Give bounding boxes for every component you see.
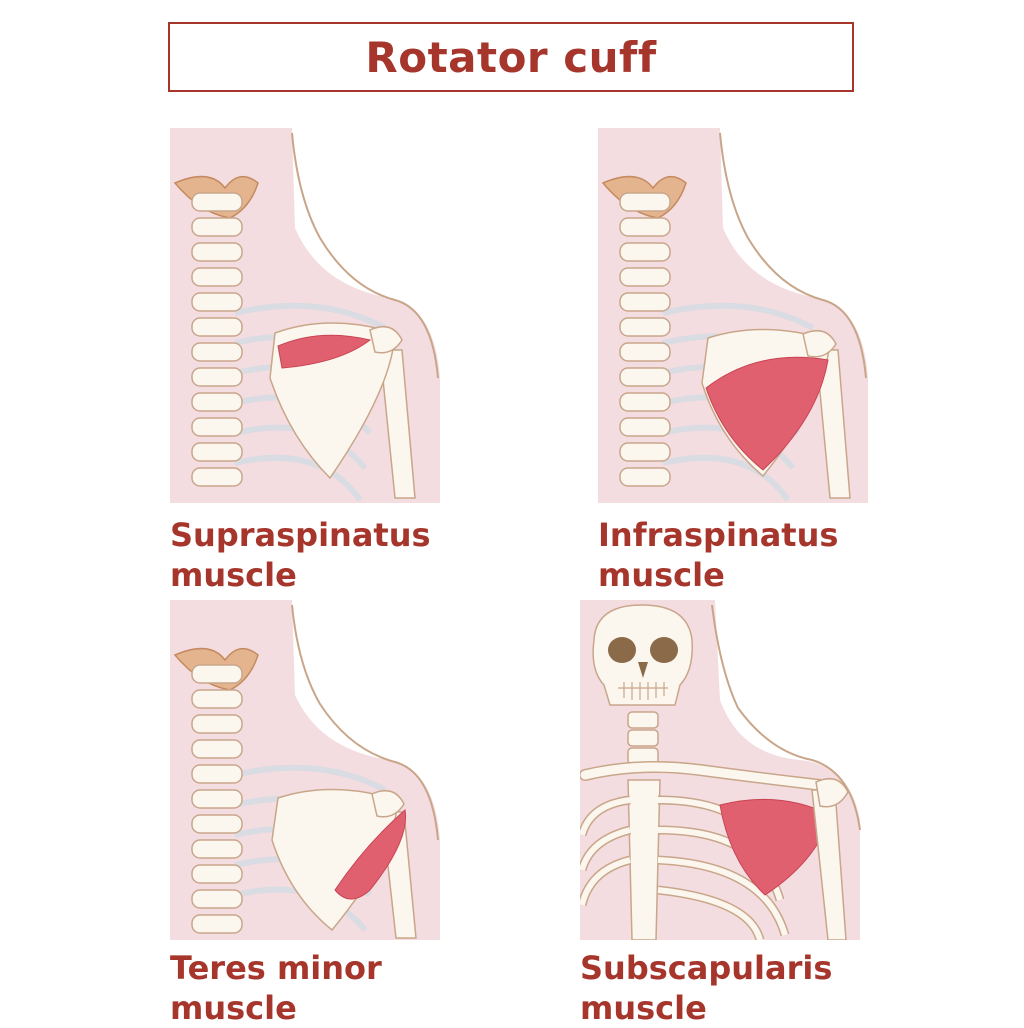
title-box: Rotator cuff bbox=[168, 22, 854, 92]
skull-icon bbox=[592, 604, 693, 706]
panel-subscapularis bbox=[580, 600, 865, 940]
panel-infraspinatus bbox=[598, 128, 878, 503]
panel-teres-minor bbox=[170, 600, 450, 940]
label-infraspinatus: Infraspinatus muscle bbox=[598, 516, 839, 594]
subscapularis-illustration bbox=[580, 600, 861, 940]
panel-supraspinatus bbox=[170, 128, 450, 503]
diagram-title: Rotator cuff bbox=[365, 32, 657, 82]
label-teres-minor: Teres minor muscle bbox=[170, 949, 382, 1027]
teres-minor-illustration bbox=[170, 600, 440, 940]
supraspinatus-illustration bbox=[170, 128, 440, 503]
infraspinatus-illustration bbox=[598, 128, 868, 503]
label-supraspinatus: Supraspinatus muscle bbox=[170, 516, 431, 594]
label-subscapularis: Subscapularis muscle bbox=[580, 949, 833, 1027]
